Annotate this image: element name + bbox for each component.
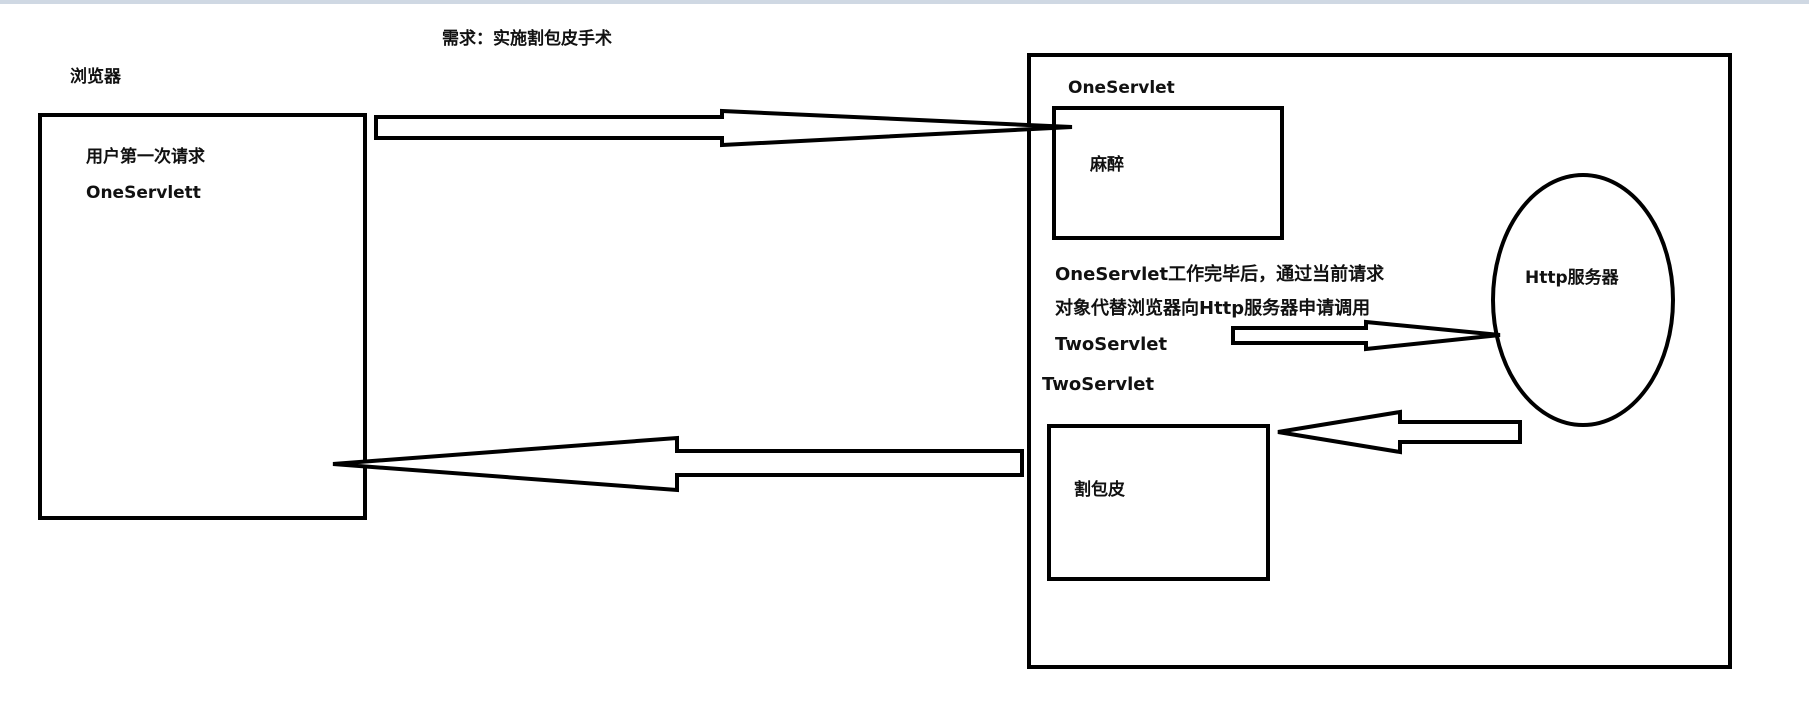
one-servlet-label: OneServlet: [1068, 78, 1175, 98]
note-line-2: 对象代替浏览器向Http服务器申请调用: [1055, 297, 1370, 319]
http-server-label: Http服务器: [1525, 267, 1620, 288]
browser-box: [38, 113, 367, 520]
http-server-ellipse: [1491, 173, 1675, 427]
note-line-1: OneServlet工作完毕后，通过当前请求: [1055, 263, 1385, 285]
circumcision-label: 割包皮: [1074, 479, 1125, 500]
anesthesia-box: [1052, 106, 1284, 240]
note-line-3: TwoServlet: [1055, 334, 1167, 355]
dispatch-arrow: [1277, 409, 1522, 455]
server-box: [1027, 53, 1732, 669]
diagram-title: 需求：实施割包皮手术: [442, 28, 612, 49]
forward-arrow: [1231, 319, 1501, 352]
two-servlet-label: TwoServlet: [1042, 374, 1154, 395]
circumcision-box: [1047, 424, 1270, 581]
browser-label: 浏览器: [70, 66, 122, 87]
anesthesia-label: 麻醉: [1089, 154, 1124, 175]
request-arrow: [374, 108, 1073, 148]
browser-request-line: 用户第一次请求: [86, 146, 205, 167]
top-strip: [0, 0, 1809, 4]
response-arrow: [332, 435, 1024, 493]
browser-servlet-line: OneServlett: [86, 183, 201, 203]
